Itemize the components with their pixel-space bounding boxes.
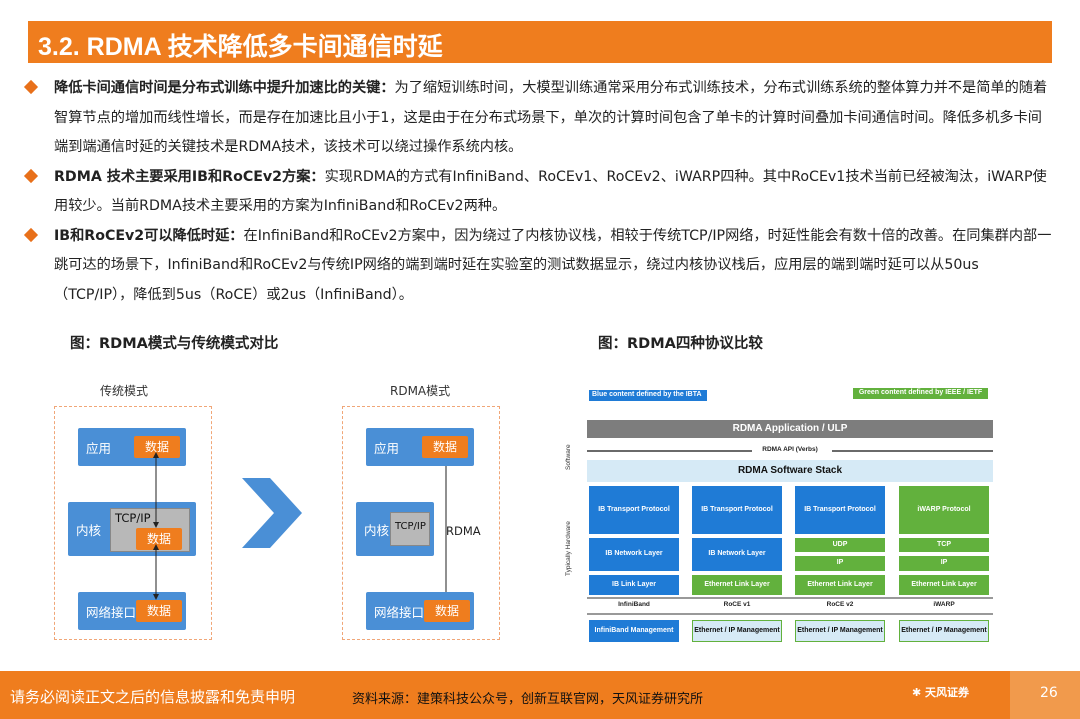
diamond-bullet-icon [23, 227, 39, 242]
tcpip-label: TCP/IP [395, 521, 426, 532]
kernel-block: 内核 TCP/IP 数据 [68, 502, 196, 556]
data-box: 数据 [136, 600, 182, 622]
source-text: 资料来源：建策科技公众号，创新互联官网，天风证券研究所 [352, 692, 704, 707]
bullet-heading: 降低卡间通信时间是分布式训练中提升加速比的关键： [54, 80, 395, 96]
title-bar: 3.2. RDMA 技术降低多卡间通信时延 [28, 21, 1052, 63]
tcpip-label: TCP/IP [115, 511, 151, 525]
iwarp-protocol-box: iWARP Protocol [899, 486, 989, 534]
app-label: 应用 [86, 441, 112, 456]
app-label: 应用 [374, 441, 400, 456]
page-title: 3.2. RDMA 技术降低多卡间通信时延 [38, 33, 443, 61]
ib-network-box: IB Network Layer [589, 538, 679, 571]
rdma-vs-traditional-diagram: 传统模式 RDMA模式 应用 数据 内核 TCP/IP 数据 网络接口 数据 应… [52, 370, 502, 660]
bullet-text: 实现RDMA的方式有InfiniBand、RoCEv1、RoCEv2、iWARP… [54, 168, 1047, 215]
traditional-mode-label: 传统模式 [100, 384, 149, 398]
mgmt-box: Ethernet / IP Management [795, 620, 885, 642]
udp-box: UDP [795, 538, 885, 552]
nic-block: 网络接口 数据 [366, 592, 474, 630]
bullet-list: 降低卡间通信时间是分布式训练中提升加速比的关键：为了缩短训练时间，大模型训练通常… [23, 74, 1056, 311]
tcpip-stack: TCP/IP [390, 512, 430, 546]
rdma-mode-label: RDMA模式 [390, 384, 451, 398]
ib-transport-box: IB Transport Protocol [795, 486, 885, 534]
app-block: 应用 数据 [78, 428, 186, 466]
col-name: RoCE v2 [826, 601, 854, 608]
data-box: 数据 [422, 436, 468, 458]
rdma-app-ulp: RDMA Application / ULP [587, 420, 993, 438]
dividers [587, 597, 993, 615]
arrowhead [153, 452, 159, 458]
bullet-text: 为了缩短训练时间，大模型训练通常采用分布式训练技术，分布式训练系统的整体算力并不… [54, 80, 1048, 155]
arrowhead [153, 594, 159, 600]
nic-label: 网络接口 [374, 605, 425, 620]
api-divider [587, 450, 993, 452]
arrowhead [153, 544, 159, 550]
mgmt-box: InfiniBand Management [589, 620, 679, 642]
diamond-bullet-icon [23, 168, 39, 183]
data-box: 数据 [424, 600, 470, 622]
bullet-heading: RDMA 技术主要采用IB和RoCEv2方案： [54, 168, 325, 185]
ethernet-link-box: Ethernet Link Layer [795, 575, 885, 595]
traditional-mode-box [54, 406, 212, 640]
bullet-item: 降低卡间通信时间是分布式训练中提升加速比的关键：为了缩短训练时间，大模型训练通常… [23, 74, 1056, 163]
tcp-box: TCP [899, 538, 989, 552]
ethernet-link-box: Ethernet Link Layer [692, 575, 782, 595]
ib-transport-box: IB Transport Protocol [692, 486, 782, 534]
mgmt-box: Ethernet / IP Management [692, 620, 782, 642]
arrowhead [153, 522, 159, 528]
legend-green: Green content defined by IEEE / IETF [853, 388, 988, 399]
data-box: 数据 [134, 436, 180, 458]
ib-transport-box: IB Transport Protocol [589, 486, 679, 534]
bullet-heading: IB和RoCEv2可以降低时延： [54, 227, 244, 244]
chevron-right-icon [242, 478, 302, 548]
left-figure-caption: 图：RDMA模式与传统模式对比 [70, 336, 279, 352]
rdma-api-label: RDMA API (Verbs) [762, 446, 818, 453]
bullet-text: 在InfiniBand和RoCEv2方案中，因为绕过了内核协议栈，相较于传统TC… [54, 227, 1052, 303]
nic-block: 网络接口 数据 [78, 592, 186, 630]
ib-network-box: IB Network Layer [692, 538, 782, 571]
right-figure-caption: 图：RDMA四种协议比较 [598, 336, 763, 352]
software-label: Software [565, 444, 572, 470]
data-box: 数据 [136, 528, 182, 550]
rdma-mode-box [342, 406, 500, 640]
kernel-label: 内核 [364, 523, 390, 538]
app-block: 应用 数据 [366, 428, 474, 466]
rdma-software-stack: RDMA Software Stack [587, 460, 993, 482]
col-name: iWARP [933, 601, 955, 608]
disclaimer-text: 请务必阅读正文之后的信息披露和免责申明 [10, 688, 296, 706]
rdma-label: RDMA [446, 524, 481, 538]
logo-text: 天风证券 [925, 686, 970, 699]
diamond-bullet-icon [23, 79, 39, 95]
page-number-bg [1010, 671, 1080, 719]
legend-blue: Blue content defined by the IBTA [589, 390, 707, 401]
nic-label: 网络接口 [86, 605, 137, 620]
tianfeng-logo: ✱ 天风证券 [912, 686, 970, 699]
col-name: RoCE v1 [723, 601, 751, 608]
ip-box: IP [899, 556, 989, 571]
ip-box: IP [795, 556, 885, 571]
rdma-protocols-diagram: Blue content defined by the IBTA Green c… [563, 380, 993, 650]
bullet-item: IB和RoCEv2可以降低时延：在InfiniBand和RoCEv2方案中，因为… [23, 222, 1056, 311]
hardware-label: Typically Hardware [565, 521, 572, 576]
ib-link-box: IB Link Layer [589, 575, 679, 595]
kernel-label: 内核 [76, 523, 102, 538]
col-name: InfiniBand [618, 601, 650, 608]
mgmt-box: Ethernet / IP Management [899, 620, 989, 642]
page-number: 26 [1040, 685, 1058, 701]
ethernet-link-box: Ethernet Link Layer [899, 575, 989, 595]
bullet-item: RDMA 技术主要采用IB和RoCEv2方案：实现RDMA的方式有InfiniB… [23, 163, 1056, 222]
kernel-block: 内核 TCP/IP [356, 502, 434, 556]
footer: 请务必阅读正文之后的信息披露和免责申明 资料来源：建策科技公众号，创新互联官网，… [0, 671, 1080, 719]
